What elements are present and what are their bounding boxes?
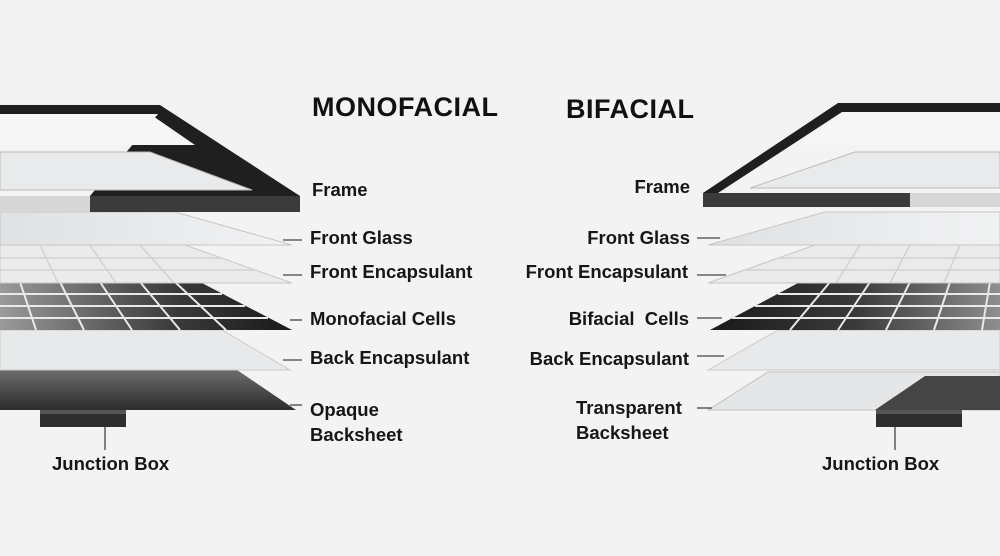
mono-back-encapsulant-layer	[0, 329, 292, 371]
mono-backsheet-layer	[0, 370, 296, 410]
bi-front-encapsulant-layer	[707, 244, 1000, 284]
bi-backsheet-label-line1: Transparent	[576, 397, 682, 418]
bi-cell-grid	[732, 281, 1000, 331]
bifacial-panel	[703, 103, 1000, 427]
monofacial-panel	[0, 105, 300, 427]
bi-back-encapsulant-label: Back Encapsulant	[529, 348, 689, 369]
mono-front-glass-label: Front Glass	[310, 227, 413, 248]
bi-front-encapsulant-label: Front Encapsulant	[525, 261, 688, 282]
bi-front-glass-label: Front Glass	[587, 227, 690, 248]
mono-front-glass-layer	[0, 211, 293, 246]
mono-front-encapsulant-label: Front Encapsulant	[310, 261, 473, 282]
bi-junction-box	[876, 410, 962, 427]
bi-cells-label: Bifacial Cells	[568, 308, 689, 329]
bi-frame-inner-glass	[749, 151, 1000, 189]
bi-frame-label: Frame	[634, 176, 690, 197]
bi-junction-box-label: Junction Box	[822, 453, 940, 474]
mono-cells-label: Monofacial Cells	[310, 308, 456, 329]
mono-back-encapsulant-label: Back Encapsulant	[310, 347, 470, 368]
bi-front-glass-layer	[707, 211, 1000, 246]
mono-frame-inner-glass	[0, 151, 253, 191]
mono-backsheet-label-line1: Opaque	[310, 399, 379, 420]
leader-lines	[104, 237, 896, 450]
mono-frame-label: Frame	[312, 179, 368, 200]
mono-cell-grid	[0, 281, 268, 331]
bifacial-title: BIFACIAL	[566, 94, 695, 124]
bi-backsheet-label-line2: Backsheet	[576, 422, 669, 443]
monofacial-title: MONOFACIAL	[312, 92, 499, 122]
mono-backsheet-label-line2: Backsheet	[310, 424, 403, 445]
bi-back-encapsulant-layer	[706, 329, 1000, 371]
mono-junction-box-label: Junction Box	[52, 453, 170, 474]
mono-junction-box	[40, 410, 126, 427]
